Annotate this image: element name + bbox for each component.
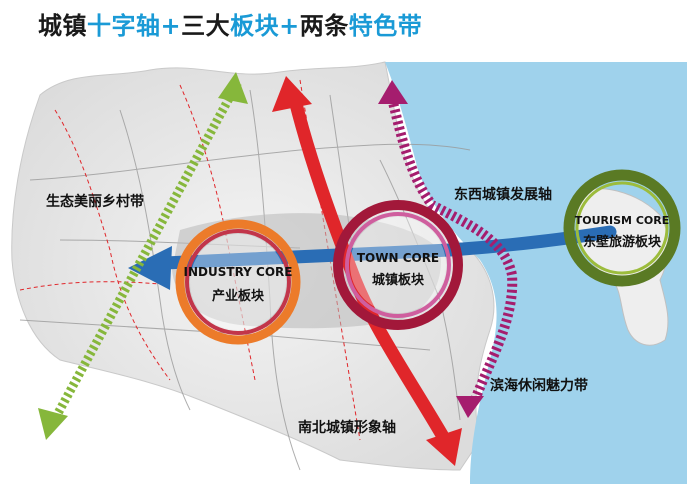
page-title: 城镇十字轴+三大板块+两条特色带 [38, 6, 422, 41]
town-core-en: TOWN CORE [357, 251, 439, 265]
title-part-4: 板块 [230, 12, 280, 40]
town-core-zh: 城镇板块 [372, 272, 425, 288]
coastal-belt-line [387, 96, 518, 402]
eco-belt-arrowhead-top [218, 72, 248, 104]
eco-belt-label: 生态美丽乡村带 [46, 193, 144, 210]
tourism-core-zh: 东壁旅游板块 [583, 234, 662, 250]
tourism-core-en: TOURISM CORE [575, 214, 669, 227]
built-up-area [172, 213, 441, 329]
title-part-3: 三大 [181, 12, 231, 40]
ns-axis-arrowhead-top [272, 76, 312, 112]
ns-axis-label: 南北城镇形象轴 [298, 419, 396, 436]
coastal-belt-arrowhead-bottom [456, 396, 484, 418]
town-core [333, 200, 463, 330]
ew-axis-arrowhead [128, 246, 172, 290]
title-part-1: 城镇 [38, 12, 87, 40]
ew-axis-label: 东西城镇发展轴 [454, 186, 552, 203]
industry-core-zh: 产业板块 [212, 288, 265, 304]
coastal-belt-arrowhead-top [378, 80, 408, 104]
industry-core [175, 219, 301, 345]
title-part-6: 特色带 [348, 12, 423, 40]
ew-axis-arrow [158, 225, 617, 270]
sea-area [385, 62, 687, 484]
title-plus-2: + [279, 12, 300, 40]
title-plus-1: + [160, 12, 182, 40]
eco-belt-arrowhead-bottom [38, 408, 68, 440]
title-part-2: 十字轴 [87, 12, 161, 40]
tourism-core [563, 169, 681, 287]
coastal-belt-label: 滨海休闲魅力带 [490, 377, 588, 394]
industry-core-en: INDUSTRY CORE [184, 265, 293, 279]
ns-axis-arrow [288, 93, 452, 447]
ns-axis-arrowhead-bottom [426, 428, 462, 466]
title-part-5: 两条 [299, 12, 349, 40]
